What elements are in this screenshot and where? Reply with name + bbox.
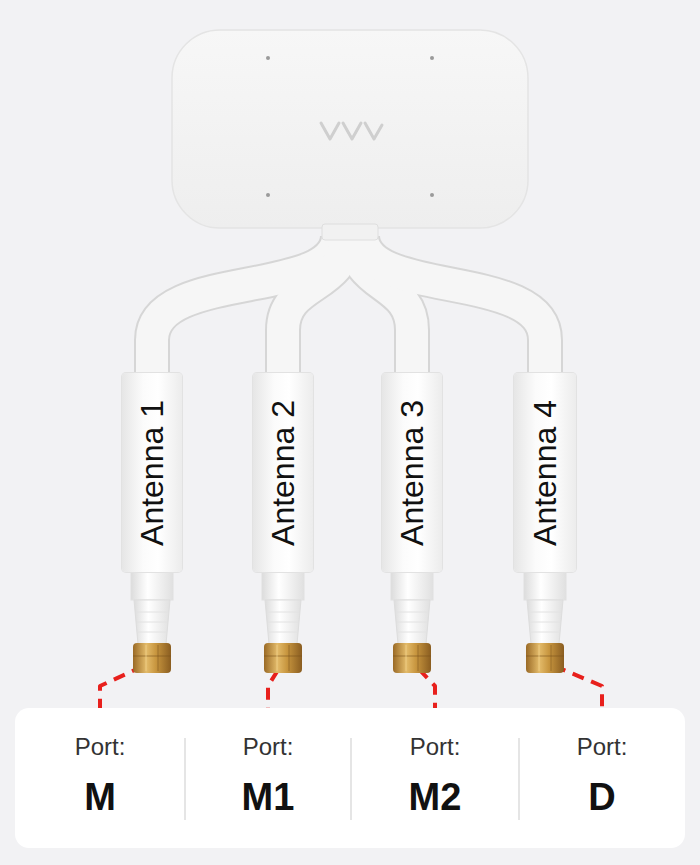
port-name: M: [15, 774, 185, 820]
mount-hole: [430, 56, 434, 60]
sma-connector: [391, 570, 433, 673]
mount-hole: [266, 193, 270, 197]
port-cell: Port: D: [519, 708, 685, 848]
port-name: D: [519, 774, 685, 820]
antenna-label-sleeve: Antenna 3: [382, 373, 442, 572]
sma-connector: [262, 570, 304, 673]
port-cell: Port: M: [15, 708, 185, 848]
port-caption: Port:: [15, 732, 185, 762]
port-name: M1: [185, 774, 351, 820]
brand-logo: [321, 123, 382, 139]
antenna-label: Antenna 2: [265, 400, 301, 546]
sma-connector: [131, 570, 173, 673]
cell-divider: [184, 738, 186, 820]
cell-divider: [350, 738, 352, 820]
mount-hole: [266, 56, 270, 60]
antenna-label: Antenna 4: [527, 400, 563, 546]
antenna-label-sleeve: Antenna 4: [514, 373, 576, 572]
cable: [152, 236, 545, 380]
port-caption: Port:: [351, 732, 519, 762]
antenna-label: Antenna 1: [134, 400, 170, 546]
cable-hub: [322, 224, 378, 240]
mount-hole: [430, 193, 434, 197]
antenna-label-sleeve: Antenna 1: [122, 373, 182, 572]
port-caption: Port:: [519, 732, 685, 762]
antenna-label-sleeve: Antenna 2: [253, 373, 313, 572]
port-name: M2: [351, 774, 519, 820]
antenna-label: Antenna 3: [394, 400, 430, 546]
port-cell: Port: M2: [351, 708, 519, 848]
cable-outline: [152, 236, 545, 380]
cell-divider: [518, 738, 520, 820]
port-cell: Port: M1: [185, 708, 351, 848]
sma-connector: [524, 570, 566, 673]
port-caption: Port:: [185, 732, 351, 762]
port-panel: [15, 708, 685, 848]
device-housing: [172, 30, 528, 228]
